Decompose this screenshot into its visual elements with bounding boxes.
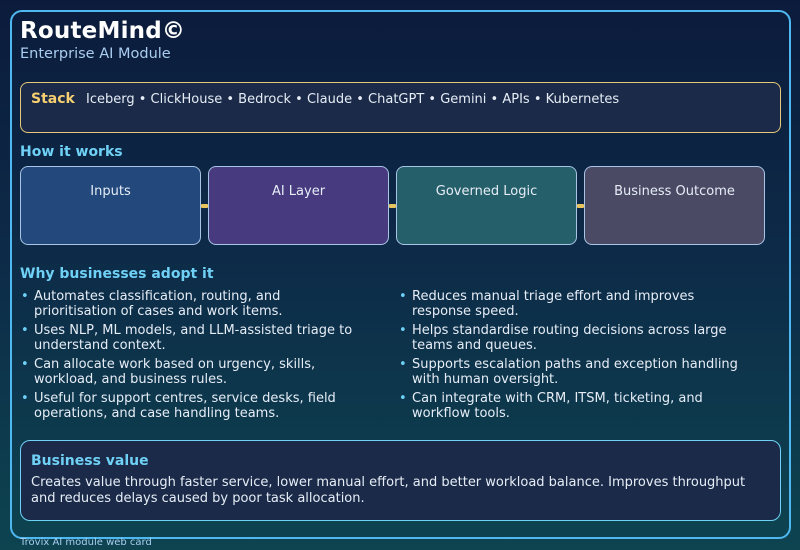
stack-panel: Stack Iceberg • ClickHouse • Bedrock • C… [20,82,781,133]
benefits-list-right: • Reduces manual triage effort and improv… [398,289,743,425]
list-item-text: Supports escalation paths and exception … [412,357,738,387]
bullet-icon: • [21,357,29,372]
flow-connector [201,204,208,208]
footer-caption: Trovix AI module web card [20,537,152,548]
how-it-works-heading: How it works [20,144,123,160]
list-item-text: Can integrate with CRM, ITSM, ticketing,… [412,391,703,421]
bullet-icon: • [21,323,29,338]
business-value-text: Creates value through faster service, lo… [31,475,746,506]
list-item-text: Reduces manual triage effort and improve… [412,289,695,319]
stack-list: Iceberg • ClickHouse • Bedrock • Claude … [86,92,620,107]
list-item-text: Automates classification, routing, and p… [34,289,283,319]
flow-connector [577,204,584,208]
module-card [10,10,791,539]
business-value-panel: Business value Creates value through fas… [20,440,781,521]
flow-step-governed-logic: Governed Logic [396,166,577,245]
list-item-text: Can allocate work based on urgency, skil… [34,357,316,387]
bullet-icon: • [399,289,407,304]
business-value-heading: Business value [31,453,149,469]
list-item: • Uses NLP, ML models, and LLM-assisted t… [20,323,365,353]
list-item: • Automates classification, routing, and … [20,289,365,319]
flow-step-business-outcome: Business Outcome [584,166,765,245]
bullet-icon: • [21,391,29,406]
list-item: • Reduces manual triage effort and improv… [398,289,743,319]
stack-label: Stack [31,91,75,107]
list-item-text: Uses NLP, ML models, and LLM-assisted tr… [34,323,353,353]
list-item: • Helps standardise routing decisions acr… [398,323,743,353]
bullet-icon: • [399,357,407,372]
list-item-text: Helps standardise routing decisions acro… [412,323,727,353]
list-item-text: Useful for support centres, service desk… [34,391,336,421]
bullet-icon: • [399,391,407,406]
flow-step-inputs: Inputs [20,166,201,245]
flow-connector [389,204,396,208]
benefits-list-left: • Automates classification, routing, and … [20,289,365,425]
list-item: • Useful for support centres, service des… [20,391,365,421]
bullet-icon: • [399,323,407,338]
flow-step-ai-layer: AI Layer [208,166,389,245]
page-title: RouteMind© [20,18,186,44]
bullet-icon: • [21,289,29,304]
list-item: • Can allocate work based on urgency, ski… [20,357,365,387]
list-item: • Can integrate with CRM, ITSM, ticketing… [398,391,743,421]
why-heading: Why businesses adopt it [20,266,214,282]
page-subtitle: Enterprise AI Module [20,46,171,62]
list-item: • Supports escalation paths and exception… [398,357,743,387]
